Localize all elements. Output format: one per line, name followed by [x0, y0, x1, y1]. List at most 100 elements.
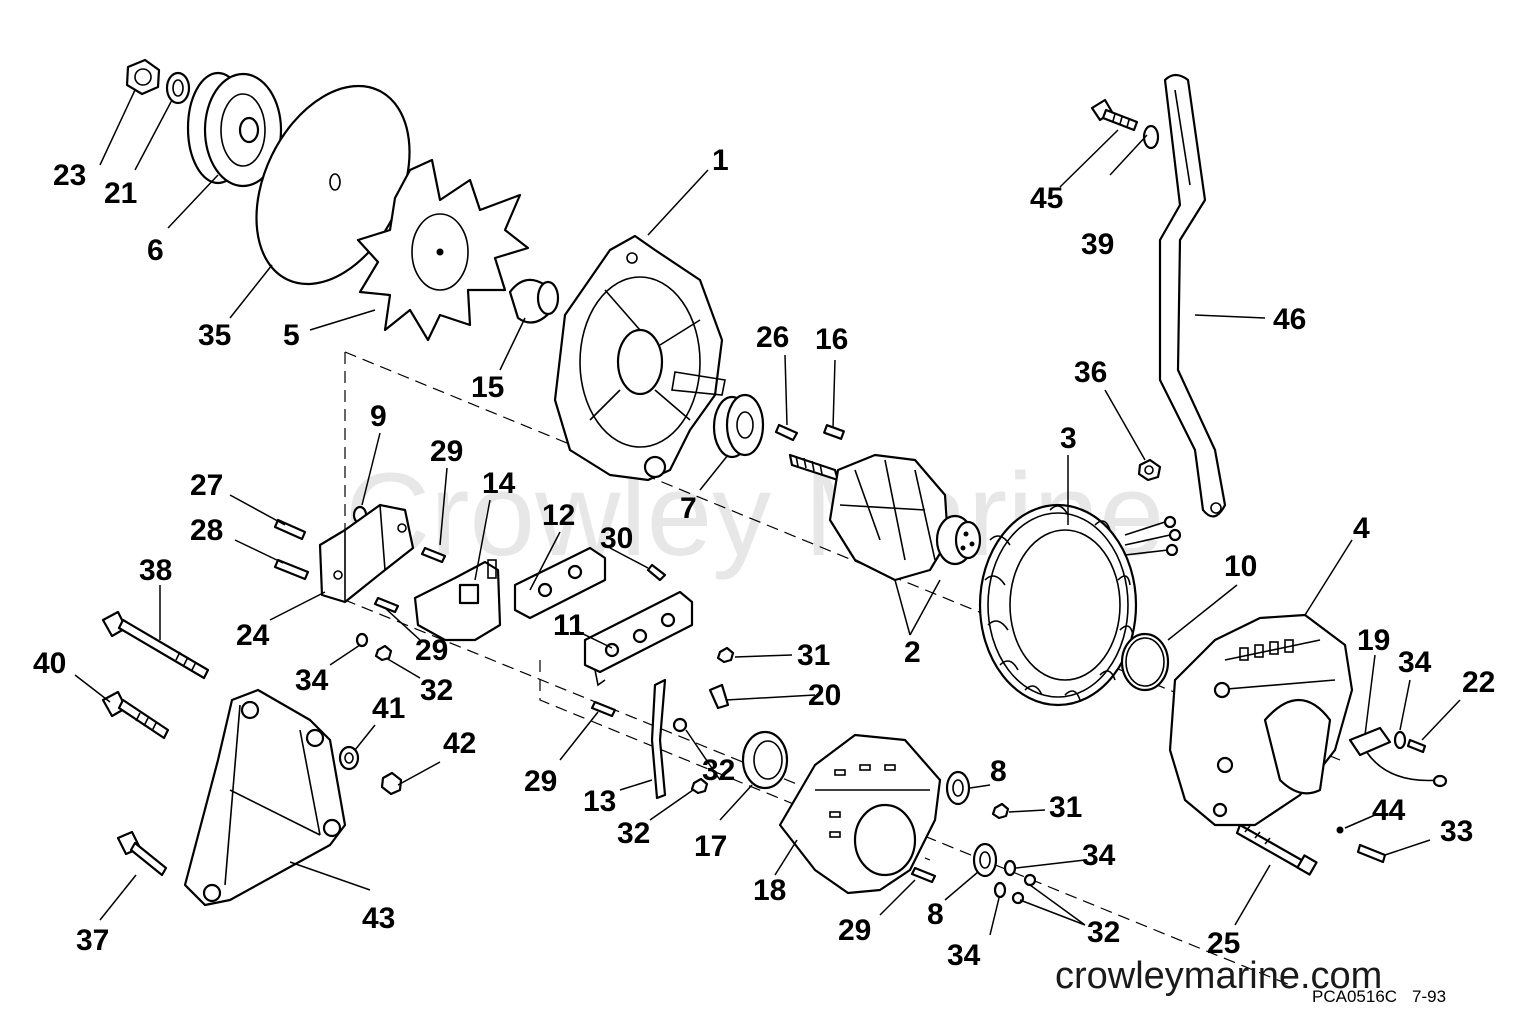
website-url: crowleymarine.com: [1055, 955, 1382, 997]
part-4-slip-ring-end-frame: [1168, 613, 1354, 827]
callout-9: 9: [370, 400, 387, 433]
callout-36: 36: [1074, 356, 1107, 389]
part-37-bolt: [116, 830, 168, 877]
callout-34-d: 34: [1398, 646, 1432, 679]
callout-29-c: 29: [524, 765, 557, 798]
part-29-screw-a: [420, 546, 447, 564]
part-22-screw: [1406, 738, 1427, 754]
part-31-nut-top: [716, 646, 735, 664]
callout-5: 5: [283, 319, 300, 352]
callout-16: 16: [815, 323, 848, 356]
callout-46: 46: [1273, 303, 1306, 336]
callout-42: 42: [443, 727, 476, 760]
part-40-bolt: [101, 690, 170, 740]
callout-6: 6: [147, 234, 164, 267]
part-28-screw: [273, 558, 310, 581]
part-26-screw: [774, 423, 799, 442]
callout-4: 4: [1353, 512, 1370, 545]
callout-11: 11: [553, 609, 585, 642]
callout-32-c: 32: [617, 817, 650, 850]
callout-25: 25: [1207, 927, 1240, 960]
part-42-nut: [380, 771, 403, 796]
part-44-nut: [1336, 826, 1344, 834]
callout-32-d: 32: [1087, 916, 1120, 949]
drawing-date: 7-93: [1412, 987, 1446, 1006]
callout-23: 23: [53, 159, 86, 192]
callout-13: 13: [583, 785, 616, 818]
callout-1: 1: [712, 144, 729, 177]
callout-45: 45: [1030, 182, 1063, 215]
part-36-nut: [1137, 458, 1162, 482]
callout-41: 41: [372, 692, 405, 725]
part-27-screw: [273, 518, 307, 541]
part-38-bolt: [101, 610, 210, 680]
callout-35: 35: [198, 319, 231, 352]
part-45-bolt: [1090, 98, 1139, 132]
part-14-brush-holder: [413, 559, 502, 642]
callout-30: 30: [600, 522, 633, 555]
part-29-screw-c: [590, 700, 617, 718]
callout-32-b: 32: [702, 754, 735, 787]
part-21-washer: [165, 71, 191, 105]
callout-31-a: 31: [797, 639, 830, 672]
callout-29-d: 29: [838, 914, 871, 947]
part-32-nut-middle: [672, 717, 688, 733]
callout-44: 44: [1372, 794, 1406, 827]
part-46-adjusting-arm: [1158, 73, 1227, 518]
callout-43: 43: [362, 902, 395, 935]
leader-lines: [74, 89, 1461, 936]
callout-19: 19: [1357, 624, 1390, 657]
callouts: 23 21 6 35 5 15 1 7 26 16 2 3 4 10 45 39…: [33, 144, 1495, 972]
callout-22: 22: [1462, 666, 1495, 699]
part-29-screw-b: [373, 596, 400, 614]
callout-33: 33: [1440, 815, 1473, 848]
part-25-through-bolt: [1235, 823, 1318, 876]
callout-18: 18: [753, 874, 786, 907]
part-32-nuts-right: [1011, 873, 1037, 905]
part-20-bracket: [708, 683, 730, 710]
part-15-spacer: [508, 278, 560, 324]
callout-29-a: 29: [430, 435, 463, 468]
part-11-diode-trio: [583, 590, 694, 687]
callout-2: 2: [904, 636, 921, 669]
part-8-bushing-bottom: [972, 842, 998, 878]
part-34-washer-right: [1393, 730, 1407, 750]
callout-34-b: 34: [1082, 839, 1116, 872]
callout-31-b: 31: [1049, 791, 1082, 824]
part-34-washer-mid: [1003, 859, 1017, 877]
part-8-bushing-top: [945, 770, 971, 806]
callout-7: 7: [680, 492, 697, 525]
callout-26: 26: [756, 321, 789, 354]
part-7-bearing: [712, 393, 765, 459]
part-2-rotor: [788, 453, 982, 582]
drawing-number: PCA0516C: [1312, 987, 1397, 1006]
callout-32-a: 32: [420, 674, 453, 707]
part-1-drive-end-frame: [553, 234, 726, 482]
callout-10: 10: [1224, 550, 1257, 583]
callout-14: 14: [482, 467, 516, 500]
part-33-screw: [1356, 843, 1387, 864]
callout-39: 39: [1081, 228, 1114, 261]
callout-34-c: 34: [947, 939, 981, 972]
callout-8-b: 8: [927, 898, 944, 931]
part-6-pulley: [186, 71, 283, 188]
part-3-stator: [978, 503, 1182, 707]
part-31-nut-bottom: [991, 802, 1010, 820]
callout-8-a: 8: [990, 755, 1007, 788]
callout-27: 27: [190, 469, 223, 502]
part-12-rectifier: [513, 546, 607, 620]
part-18-rear-cover: [778, 733, 942, 895]
callout-3: 3: [1060, 422, 1077, 455]
part-23-nut: [125, 58, 161, 96]
part-43-mounting-bracket: [183, 688, 347, 907]
part-5-fan: [356, 158, 530, 342]
callout-38: 38: [139, 554, 172, 587]
callout-15: 15: [471, 371, 504, 404]
part-30-screw: [646, 563, 667, 582]
part-29-screw-d: [910, 866, 937, 884]
part-19-lead: [1348, 726, 1448, 788]
part-16-key: [823, 424, 845, 440]
callout-28: 28: [190, 514, 223, 547]
part-17-gasket: [741, 730, 789, 790]
